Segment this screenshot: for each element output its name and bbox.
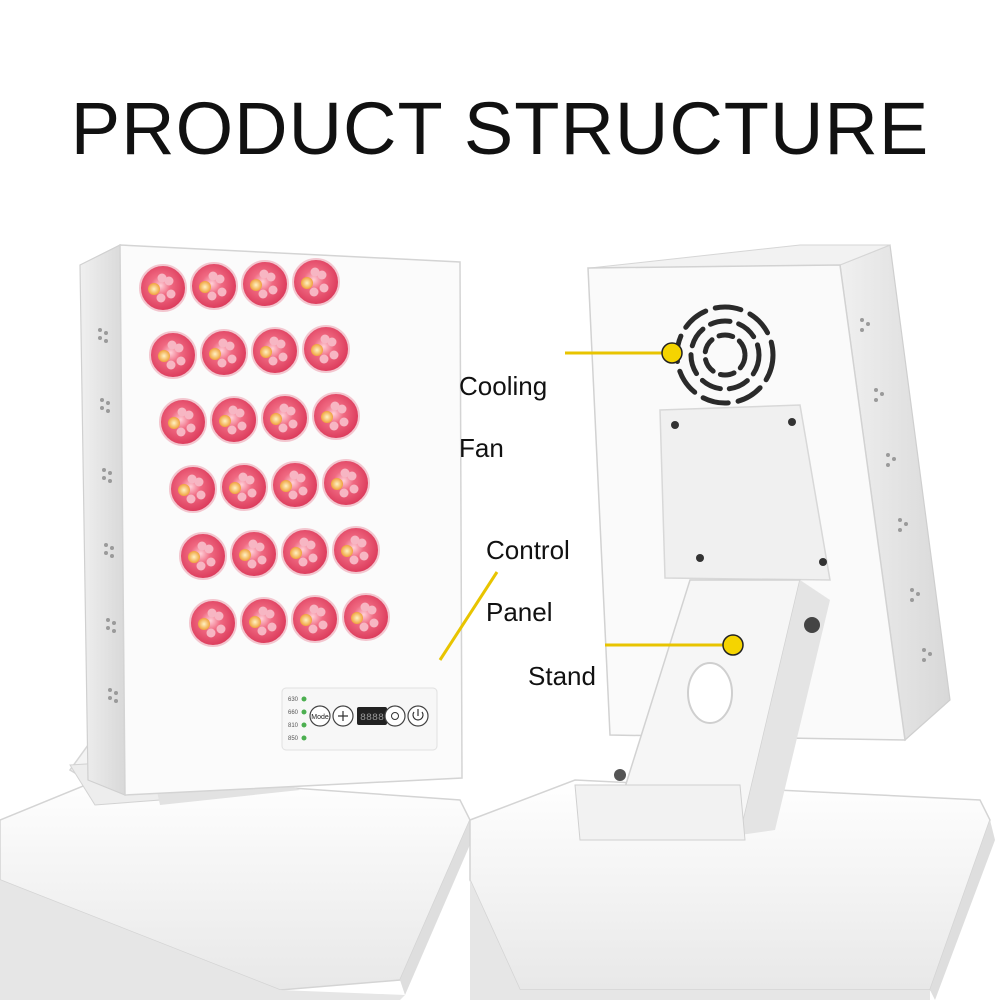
back-device: [469, 244, 995, 1000]
callout-cooling-fan-line1: Cooling: [459, 371, 548, 401]
callout-control-panel-pointer: [438, 571, 499, 661]
control-panel: 630 660 810 850 Mode 8888: [281, 687, 438, 751]
stand-cutout: [687, 662, 733, 724]
front-panel-face: [119, 244, 463, 796]
callout-control-panel: Control Panel: [486, 504, 570, 659]
led-module: [179, 532, 227, 580]
led-module: [220, 463, 268, 511]
callout-stand-label: Stand: [528, 661, 596, 691]
back-hinge: [574, 784, 746, 841]
brightness-button[interactable]: [384, 705, 406, 727]
page-title: PRODUCT STRUCTURE: [70, 87, 930, 170]
callout-cooling-fan: Cooling Fan: [459, 340, 547, 495]
led-module: [291, 595, 339, 643]
display-digits: 8888: [360, 713, 384, 724]
led-module: [169, 465, 217, 513]
mounting-screws: [671, 418, 827, 566]
led-module: [240, 597, 288, 645]
led-module: [261, 394, 309, 442]
mounting-plate: [659, 404, 831, 581]
callout-stand: Stand: [528, 630, 596, 723]
wavelength-indicators: 630 660 810 850: [288, 696, 307, 742]
led-module: [322, 459, 370, 507]
front-base-edge: [400, 820, 472, 995]
led-module: [149, 331, 197, 379]
power-icon: [412, 709, 424, 721]
timer-icon: [338, 711, 348, 721]
led-module: [332, 526, 380, 574]
led-module: [189, 599, 237, 647]
led-array: [139, 258, 390, 647]
wavelength-label: 850: [288, 736, 299, 742]
back-base-side: [470, 880, 930, 1000]
front-panel-side: [79, 244, 126, 796]
led-module: [251, 327, 299, 375]
led-module: [190, 262, 238, 310]
callout-control-panel-line1: Control: [486, 535, 570, 565]
mode-button[interactable]: [309, 705, 331, 727]
led-module: [342, 593, 390, 641]
callout-cooling-fan-line2: Fan: [459, 433, 504, 463]
led-module: [139, 264, 187, 312]
callout-control-panel-line2: Panel: [486, 597, 553, 627]
callout-dot: [661, 342, 683, 364]
callout-dot: [722, 634, 744, 656]
led-module: [159, 398, 207, 446]
led-module: [210, 396, 258, 444]
front-side-vents: [98, 328, 118, 703]
wavelength-label: 660: [288, 710, 299, 716]
sun-icon: [391, 712, 399, 720]
led-module: [312, 392, 360, 440]
back-stand-arm-side: [740, 580, 830, 835]
front-device: 630 660 810 850 Mode 8888: [0, 244, 472, 1000]
front-base-side: [0, 880, 405, 1000]
hinge-knob: [804, 617, 820, 633]
callout-cooling-fan-pointer: [565, 342, 683, 364]
back-side-vents: [860, 318, 932, 662]
mode-button-label: Mode: [311, 714, 329, 721]
led-module: [200, 329, 248, 377]
led-display: [357, 707, 387, 725]
led-module: [271, 461, 319, 509]
led-module: [292, 258, 340, 306]
wavelength-label: 630: [288, 697, 299, 703]
led-module: [281, 528, 329, 576]
callout-stand-pointer: [605, 634, 744, 656]
back-base-edge: [930, 820, 995, 1000]
wavelength-label: 810: [288, 723, 299, 729]
hinge-knob: [614, 769, 626, 781]
led-module: [230, 530, 278, 578]
led-module: [302, 325, 350, 373]
led-module: [241, 260, 289, 308]
